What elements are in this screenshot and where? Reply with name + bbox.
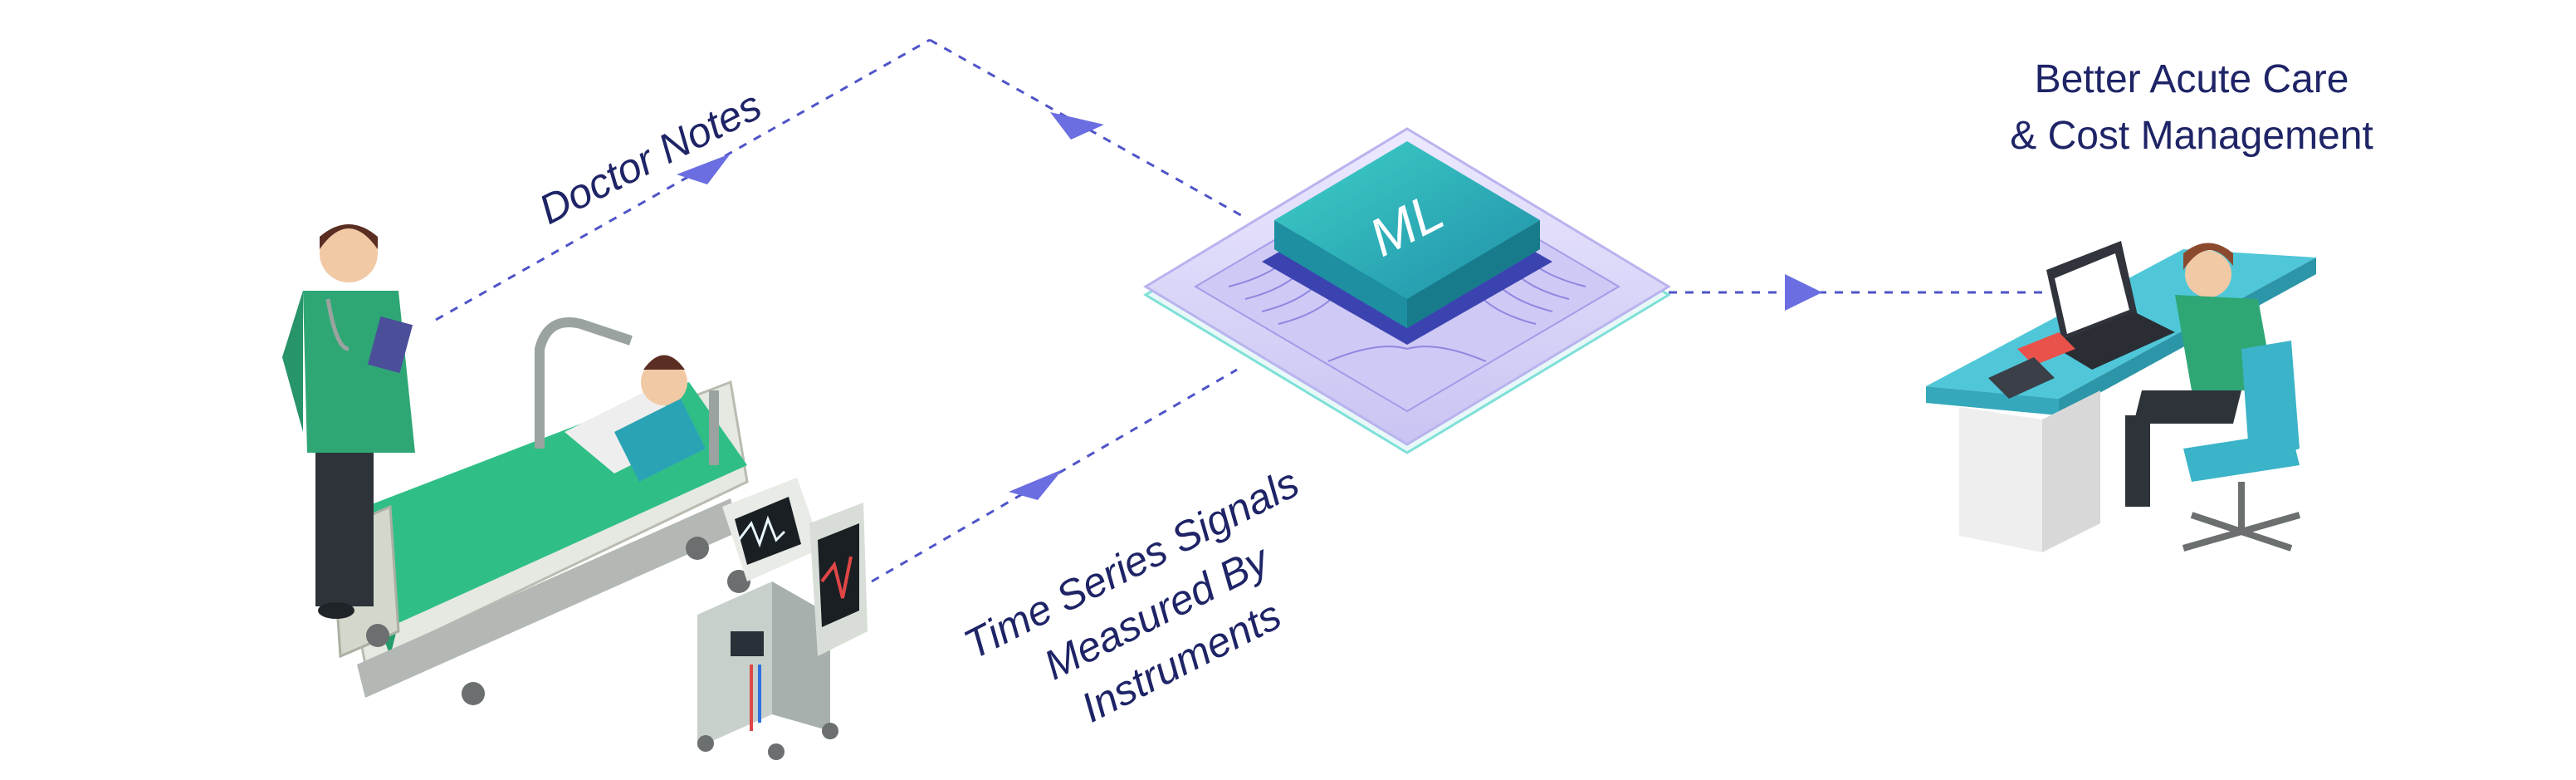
peak-to-chip-line [929,38,1246,219]
arrowheads [677,112,1822,500]
arrow-signals [1009,469,1063,500]
outcome-label: Better Acute Care & Cost Management [1976,52,2407,164]
arrow-doctor-notes [677,154,731,184]
monitor-to-chip-line [871,368,1238,583]
outcome-line-1: Better Acute Care [2034,57,2349,101]
medical-monitor-illustration [697,478,868,760]
ml-chip: ML [1143,127,1671,454]
arrow-to-chip-top [1050,112,1104,140]
doctor-to-peak-line [435,38,931,321]
flow-lines [435,38,2051,583]
workstation-illustration [1926,241,2316,552]
outcome-line-2: & Cost Management [2010,114,2373,158]
doctor-illustration [282,224,415,619]
arrow-to-workstation [1785,274,1822,311]
hospital-bed-illustration [330,317,750,705]
